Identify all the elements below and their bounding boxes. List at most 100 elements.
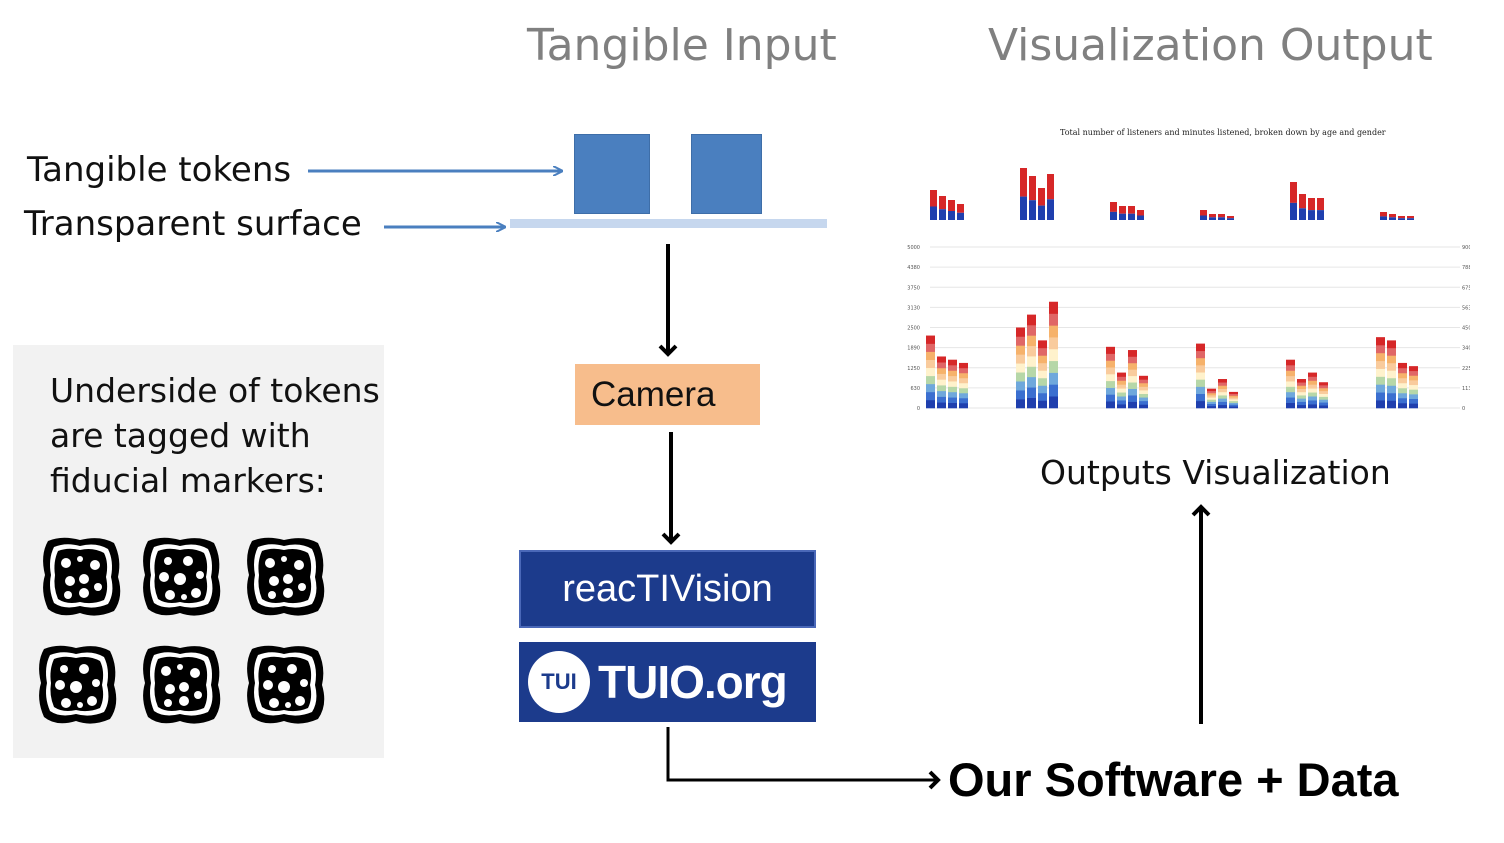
stacked-segment bbox=[1376, 368, 1385, 377]
stacked-segment bbox=[1229, 400, 1238, 403]
outputs-visualization-label: Outputs Visualization bbox=[1040, 453, 1391, 492]
stacked-segment bbox=[1027, 387, 1036, 398]
top-bar-blue bbox=[957, 212, 964, 220]
stacked-segment bbox=[1117, 372, 1126, 377]
stacked-segment bbox=[948, 391, 957, 398]
header-visualization-output: Visualization Output bbox=[988, 20, 1433, 71]
stacked-segment bbox=[1207, 399, 1216, 402]
note-line: fiducial markers: bbox=[50, 461, 326, 500]
top-bar-blue bbox=[1128, 213, 1135, 220]
stacked-segment bbox=[1387, 355, 1396, 364]
stacked-segment bbox=[948, 402, 957, 409]
stacked-segment bbox=[1308, 392, 1317, 397]
stacked-segment bbox=[1106, 401, 1115, 409]
stacked-segment bbox=[1049, 337, 1058, 350]
stacked-segment bbox=[959, 367, 968, 374]
stacked-segment bbox=[1308, 380, 1317, 385]
stacked-segment bbox=[1038, 362, 1047, 371]
stacked-segment bbox=[1218, 379, 1227, 383]
stacked-segment bbox=[926, 399, 935, 409]
stacked-segment bbox=[1049, 313, 1058, 326]
top-bar-red bbox=[1020, 168, 1027, 197]
stacked-segment bbox=[1106, 394, 1115, 402]
top-bar-blue bbox=[1290, 202, 1297, 220]
stacked-segment bbox=[1286, 402, 1295, 409]
top-bar-red bbox=[1209, 214, 1216, 218]
stacked-segment bbox=[1297, 398, 1306, 402]
stacked-segment bbox=[1106, 367, 1115, 375]
top-bar-blue bbox=[1029, 200, 1036, 220]
stacked-segment bbox=[1409, 366, 1418, 372]
top-bar-blue bbox=[1137, 215, 1144, 220]
y-tick-right: 450000 bbox=[1462, 326, 1470, 332]
tuio-to-software-arrow bbox=[666, 727, 941, 790]
stacked-segment bbox=[1207, 392, 1216, 396]
stacked-segment bbox=[1319, 390, 1328, 394]
top-bar-red bbox=[957, 204, 964, 213]
stacked-segment bbox=[1196, 350, 1205, 359]
stacked-segment bbox=[1027, 356, 1036, 367]
stacked-segment bbox=[1409, 375, 1418, 381]
stacked-segment bbox=[1027, 397, 1036, 409]
stacked-segment bbox=[1038, 355, 1047, 364]
stacked-segment bbox=[926, 367, 935, 377]
stacked-segment bbox=[1218, 385, 1227, 389]
stacked-segment bbox=[948, 375, 957, 382]
stacked-segment bbox=[1196, 400, 1205, 409]
stacked-segment bbox=[1398, 372, 1407, 379]
tuio-logo-mark: TUI bbox=[541, 669, 577, 694]
stacked-segment bbox=[937, 356, 946, 363]
stacked-segment bbox=[1106, 360, 1115, 368]
stacked-segment bbox=[1196, 393, 1205, 402]
stacked-segment bbox=[1049, 325, 1058, 338]
stacked-segment bbox=[1229, 402, 1238, 405]
top-bar-red bbox=[1407, 216, 1414, 219]
stacked-segment bbox=[1308, 388, 1317, 393]
stacked-segment bbox=[1398, 402, 1407, 409]
tangible-tokens-label: Tangible tokens bbox=[27, 150, 292, 190]
stacked-segment bbox=[1218, 395, 1227, 399]
stacked-segment bbox=[1128, 375, 1137, 383]
stacked-segment bbox=[926, 375, 935, 385]
stacked-segment bbox=[1229, 393, 1238, 396]
stacked-segment bbox=[1049, 384, 1058, 397]
stacked-segment bbox=[1049, 396, 1058, 409]
stacked-segment bbox=[926, 359, 935, 369]
stacked-segment bbox=[1117, 388, 1126, 393]
stacked-segment bbox=[959, 377, 968, 384]
stacked-segment bbox=[1139, 379, 1148, 384]
stacked-segment bbox=[959, 397, 968, 404]
y-tick-left: 630 bbox=[910, 386, 920, 392]
stacked-segment bbox=[1319, 385, 1328, 389]
fiducial-note: Underside of tokens are tagged with fidu… bbox=[50, 368, 380, 503]
stacked-segment bbox=[1376, 384, 1385, 393]
top-bar-blue bbox=[1119, 213, 1126, 220]
top-bar-red bbox=[948, 200, 955, 211]
y-tick-right: 0 bbox=[1462, 406, 1465, 412]
top-bar-red bbox=[1227, 216, 1234, 219]
stacked-segment bbox=[1319, 402, 1328, 406]
stacked-segment bbox=[1207, 405, 1216, 409]
stacked-segment bbox=[1139, 393, 1148, 398]
y-tick-right: 225000 bbox=[1462, 366, 1470, 372]
stacked-segment bbox=[1117, 392, 1126, 397]
stacked-segment bbox=[1049, 301, 1058, 314]
stacked-segment bbox=[1409, 384, 1418, 390]
stacked-segment bbox=[1038, 347, 1047, 356]
stacked-segment bbox=[948, 386, 957, 393]
stacked-segment bbox=[937, 385, 946, 392]
stacked-segment bbox=[1016, 372, 1025, 382]
stacked-segment bbox=[948, 381, 957, 387]
stacked-segment bbox=[948, 359, 957, 366]
stacked-segment bbox=[1128, 356, 1137, 364]
y-tick-right: 113000 bbox=[1462, 386, 1470, 392]
stacked-segment bbox=[1297, 404, 1306, 409]
stacked-segment bbox=[948, 370, 957, 377]
stacked-segment bbox=[1297, 382, 1306, 386]
stacked-segment bbox=[937, 402, 946, 409]
stacked-segment bbox=[1387, 385, 1396, 394]
stacked-segment bbox=[1038, 392, 1047, 401]
stacked-segment bbox=[1027, 314, 1036, 326]
stacked-segment bbox=[1398, 387, 1407, 394]
